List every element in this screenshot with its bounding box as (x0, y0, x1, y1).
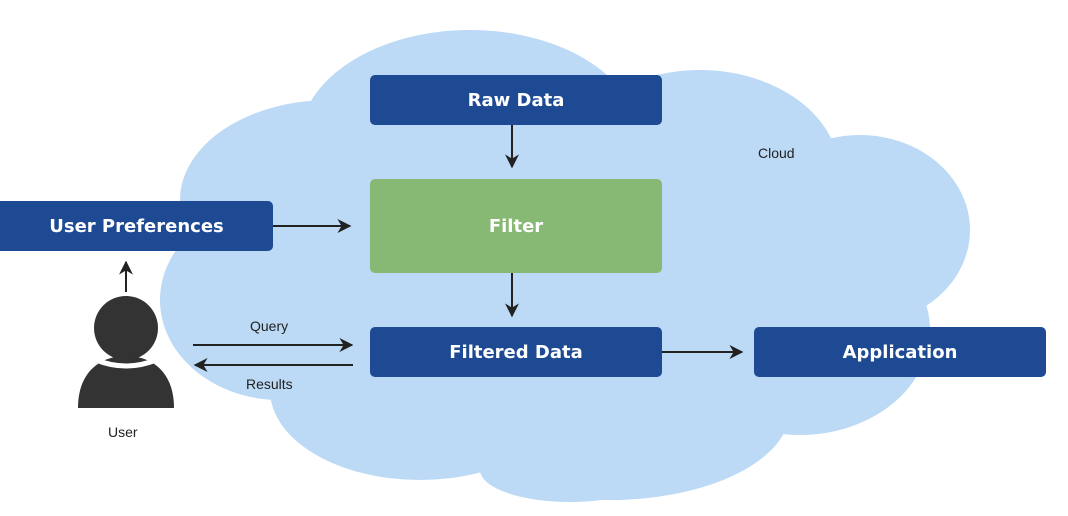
node-filter-label: Filter (488, 215, 544, 237)
node-filtered-data: Filtered Data (370, 327, 662, 377)
node-application: Application (754, 327, 1046, 377)
results-label: Results (246, 376, 293, 392)
node-user-preferences: User Preferences (0, 201, 273, 251)
node-raw-data: Raw Data (370, 75, 662, 125)
node-filter: Filter (370, 179, 662, 273)
node-user-preferences-label: User Preferences (49, 215, 224, 237)
user-icon (78, 296, 174, 408)
cloud-label: Cloud (758, 145, 795, 161)
node-filtered-data-label: Filtered Data (449, 341, 583, 363)
node-application-label: Application (842, 341, 958, 363)
query-label: Query (250, 318, 289, 334)
node-raw-data-label: Raw Data (467, 89, 565, 111)
user-label: User (108, 424, 138, 440)
